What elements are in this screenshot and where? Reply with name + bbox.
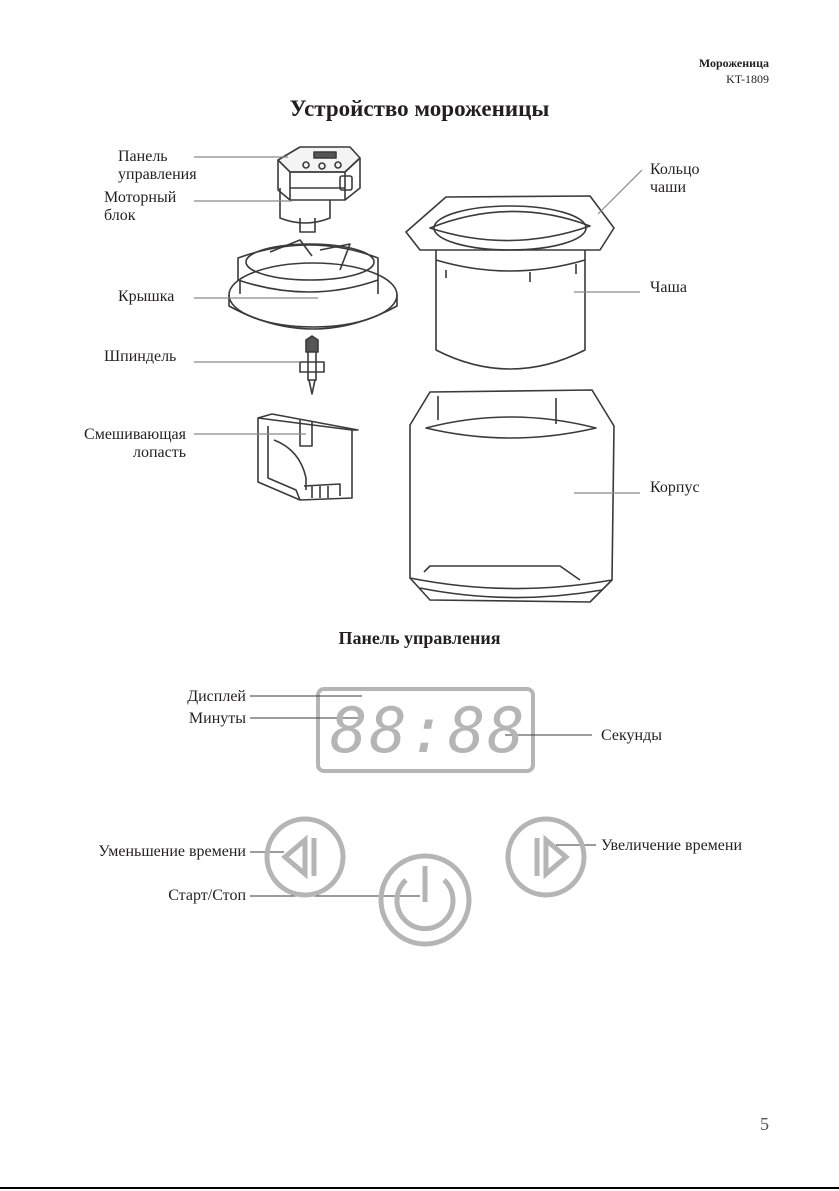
label-increase-time: Увеличение времени [601, 837, 742, 855]
label-bowl: Чаша [650, 279, 687, 297]
label-control-panel: Панель управления [118, 148, 197, 184]
label-paddle: Смешивающая лопасть [60, 426, 186, 462]
label-motor-unit: Моторный блок [104, 189, 176, 225]
bottom-rule [0, 1187, 839, 1189]
spindle-drawing [300, 336, 324, 394]
decrease-time-icon [267, 819, 343, 895]
label-display: Дисплей [60, 688, 246, 706]
motor-unit-drawing [278, 147, 360, 232]
paddle-drawing [258, 414, 358, 500]
label-lid: Крышка [118, 288, 174, 306]
label-decrease-time: Уменьшение времени [20, 843, 246, 861]
panel-title: Панель управления [0, 628, 839, 649]
label-minutes: Минуты [60, 710, 246, 728]
power-icon [381, 856, 469, 944]
increase-time-icon [508, 819, 584, 895]
label-housing: Корпус [650, 479, 700, 497]
housing-drawing [410, 390, 614, 602]
bowl-drawing [406, 196, 614, 369]
label-seconds: Секунды [601, 727, 662, 745]
label-start-stop: Старт/Стоп [60, 887, 246, 905]
display-readout: 88:88 [330, 694, 522, 767]
label-bowl-ring: Кольцо чаши [650, 161, 700, 197]
page-number: 5 [760, 1114, 769, 1135]
lid-drawing [229, 240, 397, 329]
label-spindle: Шпиндель [104, 348, 176, 366]
